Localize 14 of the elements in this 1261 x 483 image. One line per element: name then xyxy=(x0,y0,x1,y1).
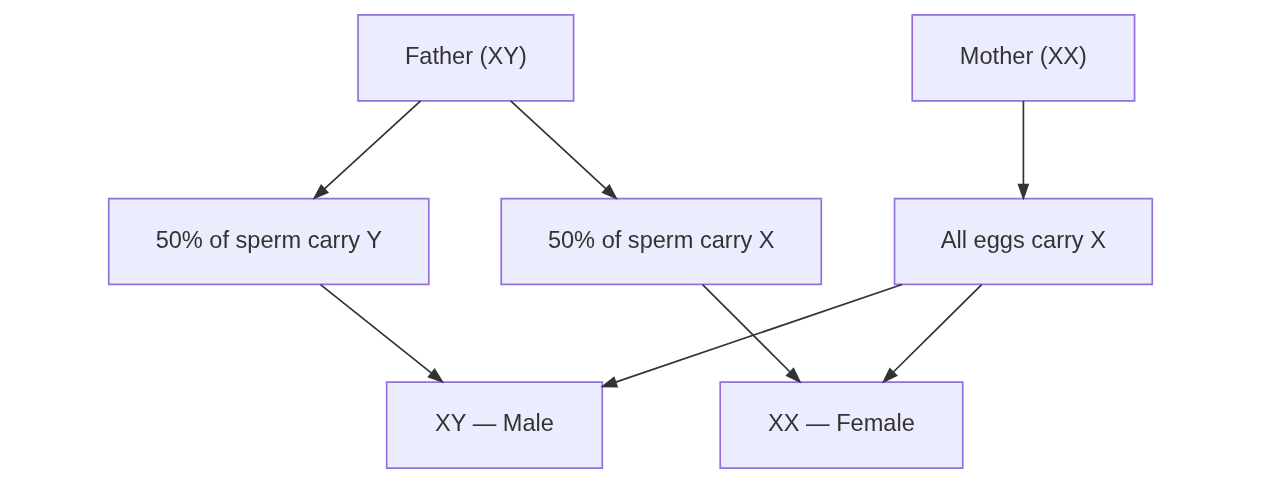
arrow xyxy=(319,283,445,384)
arrow xyxy=(701,283,802,384)
node-box: XY — Male xyxy=(385,381,604,469)
arrow xyxy=(600,283,903,388)
node-box: Father (XY) xyxy=(357,14,575,102)
node-box: 50% of sperm carry X xyxy=(500,197,823,286)
arrow xyxy=(1017,100,1030,201)
node-box: All eggs carry X xyxy=(893,197,1154,286)
arrow xyxy=(509,100,618,200)
node-box: Mother (XX) xyxy=(911,14,1136,102)
node-box: XX — Female xyxy=(719,381,964,469)
arrow xyxy=(881,283,983,384)
node-box: 50% of sperm carry Y xyxy=(107,197,430,286)
arrow xyxy=(312,100,422,200)
